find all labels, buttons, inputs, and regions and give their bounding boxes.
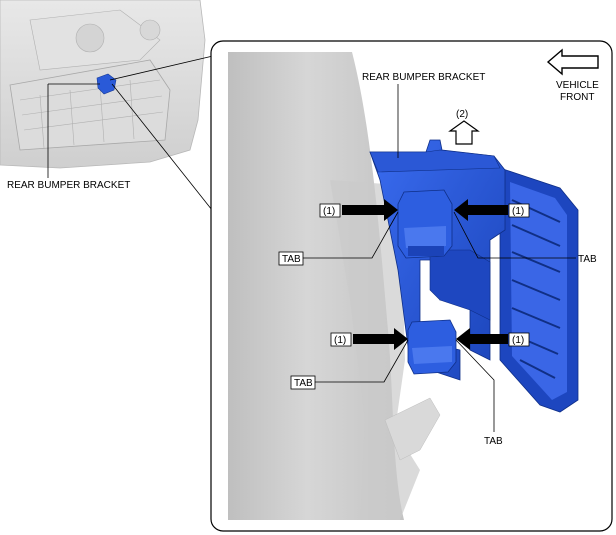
- lower-clip: [407, 319, 457, 375]
- vehicle-front-line-1: VEHICLE: [556, 80, 599, 91]
- lower-right-step-box: [508, 332, 530, 347]
- press-arrow-left-icon: [454, 199, 508, 221]
- vehicle-body-panel: [228, 52, 404, 520]
- vehicle-front-line-2: FRONT: [560, 92, 594, 103]
- body-step-detail: [384, 397, 441, 461]
- tab-label: TAB: [282, 254, 301, 265]
- press-arrow-left-icon: [456, 328, 508, 350]
- tab-label: TAB: [484, 436, 503, 447]
- lower-right-step-label: (1): [512, 335, 524, 346]
- tab-box: [278, 251, 304, 266]
- bracket-channel: [429, 249, 491, 321]
- tab-label: TAB: [578, 254, 597, 265]
- tab-callout-lower-right: TAB: [455, 339, 503, 447]
- vehicle-rear-overview: REAR BUMPER BRACKET: [0, 0, 231, 211]
- zoom-line-upper: [109, 51, 231, 81]
- lift-direction-indicator: (2): [448, 109, 480, 145]
- overview-bracket-label: REAR BUMPER BRACKET: [7, 180, 130, 191]
- press-arrow-right-icon: [342, 199, 398, 221]
- vehicle-front-arrow-icon: [546, 48, 599, 76]
- tab-box: [290, 375, 316, 390]
- tab-callout-upper-left: TAB: [278, 211, 399, 266]
- upper-clip: [397, 189, 453, 259]
- upper-left-step-box: [319, 203, 341, 218]
- vehicle-panel-lines: [19, 9, 164, 149]
- step-2-label: (2): [456, 109, 468, 120]
- upper-right-step-label: (1): [512, 206, 524, 217]
- tab-leader: [455, 339, 495, 432]
- tab-callout-lower-left: TAB: [290, 339, 409, 390]
- lower-left-step-box: [330, 332, 352, 347]
- tab-leader: [303, 211, 399, 259]
- upper-left-press: (1): [319, 199, 398, 221]
- tab-leader: [453, 211, 576, 259]
- tab-leader: [315, 339, 409, 383]
- tab-label: TAB: [294, 378, 313, 389]
- rear-bumper-bracket: [369, 139, 579, 413]
- detail-bracket-label: REAR BUMPER BRACKET: [362, 72, 485, 83]
- overview-bracket-marker: [96, 73, 117, 95]
- upper-right-press: (1): [454, 199, 530, 221]
- lower-left-press: (1): [330, 328, 408, 350]
- detail-view: REAR BUMPER BRACKET VEHICLE FRONT (2) (1…: [210, 40, 613, 532]
- bracket-ribs: [511, 199, 561, 379]
- tab-callout-upper-right: TAB: [453, 211, 597, 265]
- press-arrow-right-icon: [353, 328, 408, 350]
- lift-arrow-icon: [448, 120, 480, 145]
- lower-right-press: (1): [456, 328, 530, 350]
- lower-left-step-label: (1): [334, 335, 346, 346]
- bracket-top-ledge: [369, 149, 501, 173]
- upper-left-step-label: (1): [323, 206, 335, 217]
- upper-right-step-box: [508, 203, 530, 218]
- zoom-line-lower: [111, 83, 213, 211]
- vehicle-front-indicator: VEHICLE FRONT: [546, 48, 599, 103]
